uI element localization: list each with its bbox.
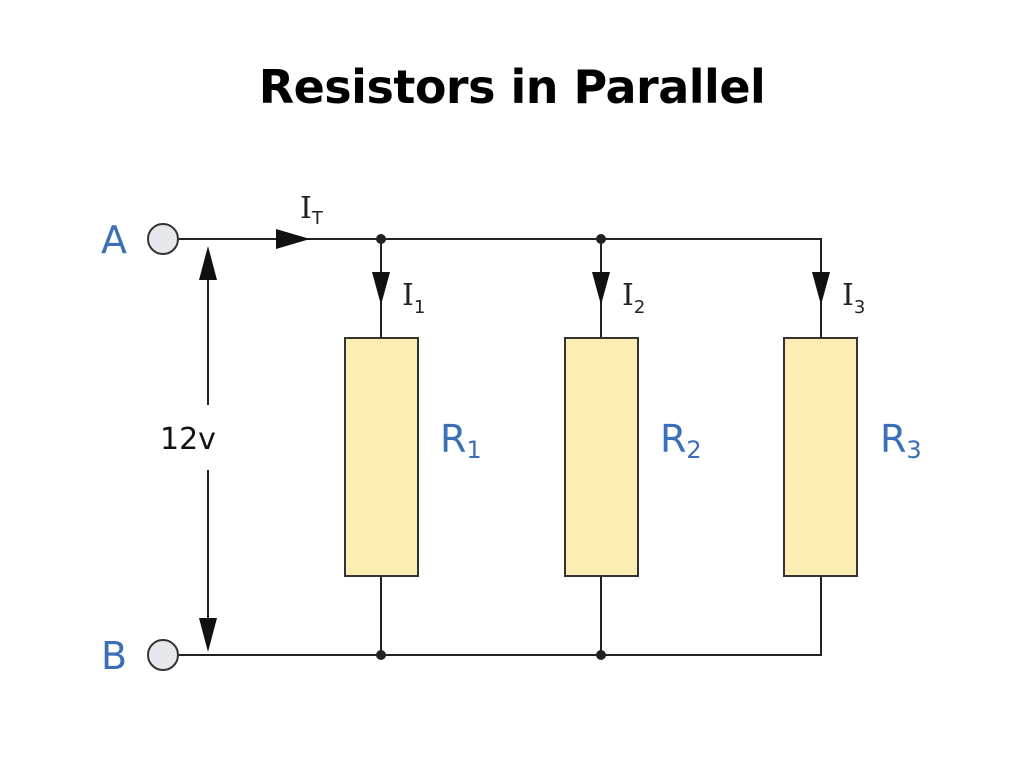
resistor-symbol: R	[880, 417, 906, 461]
terminal-a-label: A	[101, 218, 127, 262]
current-subscript: 1	[414, 297, 425, 318]
total-current-label: IT	[300, 191, 324, 229]
resistor-subscript: 2	[686, 436, 701, 464]
resistor-r1	[344, 337, 419, 577]
voltage-arrow-head-up	[199, 246, 217, 280]
total-current-arrow	[276, 229, 310, 249]
resistor-symbol: R	[660, 417, 686, 461]
resistor-r1-label: R1	[440, 417, 482, 464]
current-symbol: I	[842, 278, 854, 313]
slide-title: Resistors in Parallel	[258, 60, 766, 114]
branch-3-current-label: I3	[842, 278, 865, 318]
total-current-symbol: I	[300, 191, 312, 226]
current-arrow-2	[592, 272, 610, 305]
junction-dot	[376, 650, 386, 660]
current-subscript: 3	[854, 297, 865, 318]
current-arrow-1	[372, 272, 390, 305]
resistor-subscript: 1	[466, 436, 481, 464]
junction-dot	[596, 650, 606, 660]
resistor-r3	[783, 337, 858, 577]
branch-2-current-label: I2	[622, 278, 645, 318]
resistor-r3-label: R3	[880, 417, 922, 464]
current-subscript: 2	[634, 297, 645, 318]
total-current-subscript: T	[311, 208, 324, 229]
resistor-symbol: R	[440, 417, 466, 461]
resistor-r2-label: R2	[660, 417, 702, 464]
resistor-r2	[564, 337, 639, 577]
terminal-b	[147, 639, 179, 671]
junction-dot	[596, 234, 606, 244]
current-symbol: I	[622, 278, 634, 313]
junction-dot	[376, 234, 386, 244]
current-symbol: I	[402, 278, 414, 313]
current-arrow-3	[812, 272, 830, 305]
resistor-subscript: 3	[906, 436, 921, 464]
terminal-a	[147, 223, 179, 255]
terminal-b-label: B	[101, 634, 127, 678]
voltage-arrow-head-down	[199, 618, 217, 652]
voltage-label: 12v	[160, 422, 216, 457]
branch-1-current-label: I1	[402, 278, 425, 318]
